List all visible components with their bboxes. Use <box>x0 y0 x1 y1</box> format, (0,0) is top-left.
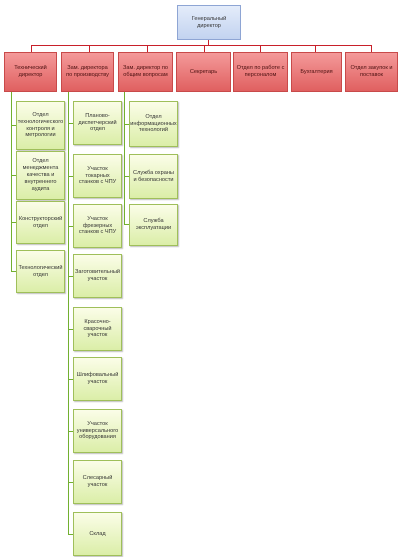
branch-connector <box>11 222 16 223</box>
department-drop <box>371 45 372 52</box>
branch-connector <box>68 276 73 277</box>
branch-connector <box>68 482 73 483</box>
general-spine <box>124 92 125 225</box>
branch-connector <box>68 123 73 124</box>
ceo-box: Генеральный директор <box>177 5 241 40</box>
unit-quality-management: Отдел менеджмента качества и внутреннего… <box>16 151 65 200</box>
unit-universal-equipment: Участок универсального оборудования <box>73 409 122 453</box>
branch-connector <box>68 379 73 380</box>
department-bus <box>31 45 372 46</box>
department-drop <box>260 45 261 52</box>
branch-connector <box>68 329 73 330</box>
department-drop <box>89 45 90 52</box>
department-drop <box>31 45 32 52</box>
branch-connector <box>124 224 129 225</box>
dept-accounting: Бухгалтерия <box>291 52 342 92</box>
dept-procurement: Отдел закупок и поставок <box>345 52 398 92</box>
department-drop <box>204 45 205 52</box>
dept-general-deputy: Зам. директор по общим вопросам <box>118 52 173 92</box>
department-drop <box>315 45 316 52</box>
unit-grinding: Шлифовальный участок <box>73 357 122 401</box>
unit-paint-welding: Красочно-сварочный участок <box>73 307 122 351</box>
branch-connector <box>68 431 73 432</box>
unit-cnc-turning: Участок токарных станков с ЧПУ <box>73 154 122 198</box>
dept-production-deputy: Зам. директора по производству <box>61 52 114 92</box>
dept-personnel: Отдел по работе с персоналом <box>233 52 288 92</box>
branch-connector <box>124 124 129 125</box>
branch-connector <box>11 175 16 176</box>
department-drop <box>147 45 148 52</box>
unit-warehouse: Склад <box>73 512 122 556</box>
unit-tech-control: Отдел технологического контроля и метрол… <box>16 101 65 150</box>
unit-cnc-milling: Участок фрезерных станков с ЧПУ <box>73 204 122 248</box>
unit-technology-office: Технологический отдел <box>16 250 65 293</box>
branch-connector <box>124 176 129 177</box>
branch-connector <box>68 176 73 177</box>
dept-secretary: Секретарь <box>176 52 231 92</box>
dept-technical-director: Технический директор <box>4 52 57 92</box>
branch-connector <box>68 534 73 535</box>
branch-connector <box>11 125 16 126</box>
branch-connector <box>11 271 16 272</box>
unit-locksmith: Слесарный участок <box>73 460 122 504</box>
unit-maintenance: Служба эксплуатации <box>129 204 178 246</box>
technical-spine <box>11 92 12 272</box>
unit-design-office: Конструкторский отдел <box>16 201 65 244</box>
unit-security: Служба охраны и безопасности <box>129 154 178 199</box>
ceo-connector <box>208 39 209 45</box>
production-spine <box>68 92 69 535</box>
unit-blanking: Заготовительный участок <box>73 254 122 298</box>
unit-it: Отдел информационных технологий <box>129 101 178 147</box>
unit-planning-dispatch: Планово-диспетчерский отдел <box>73 101 122 145</box>
branch-connector <box>68 226 73 227</box>
